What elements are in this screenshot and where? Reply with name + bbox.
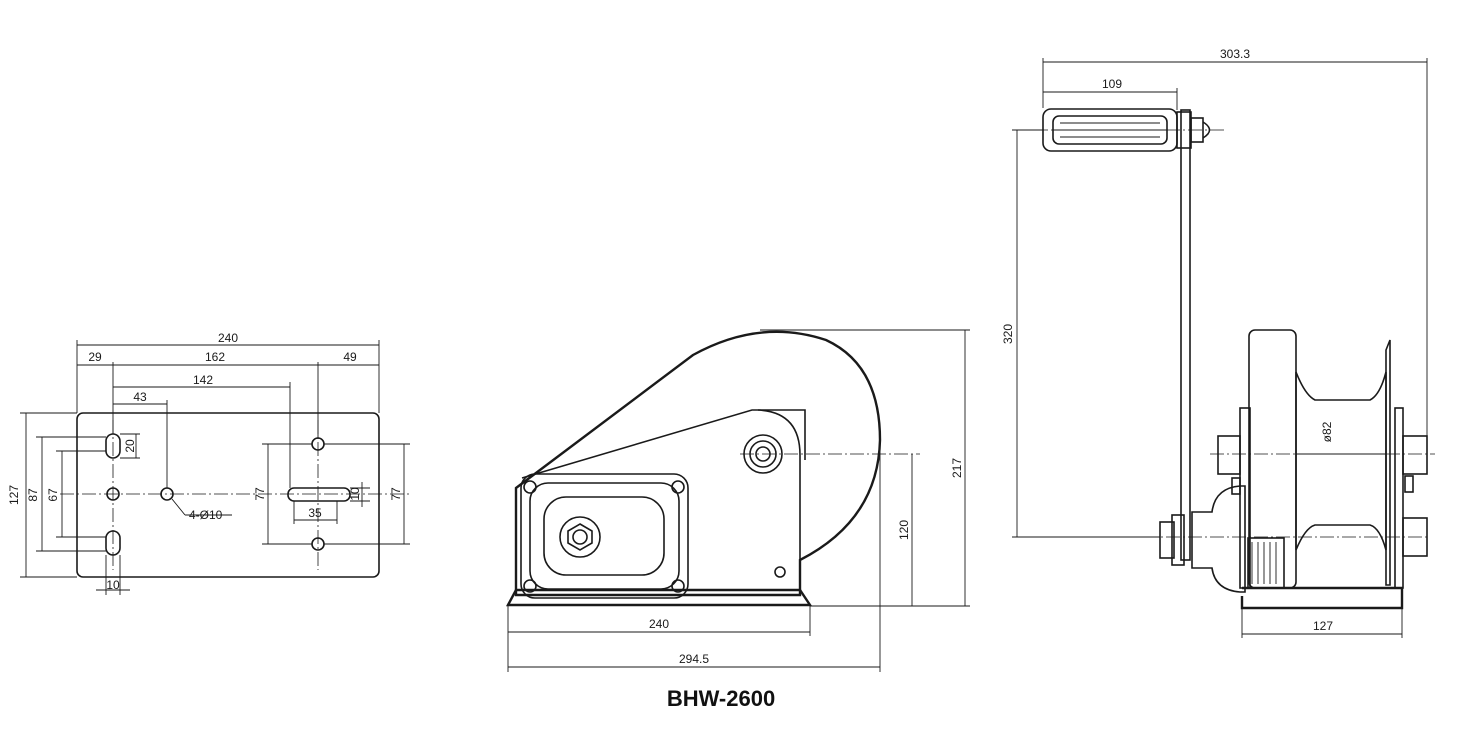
- side-dim-294-5: 294.5: [679, 652, 709, 666]
- base-plate-outline: [76, 412, 380, 578]
- crank-arm: [1180, 109, 1191, 561]
- drum-flange-right: [1385, 339, 1391, 586]
- hole-callout: 4-Ø10: [189, 508, 223, 522]
- front-dim-127: 127: [1313, 619, 1333, 633]
- side-base-foot: [506, 588, 813, 607]
- side-dim-120: 120: [897, 520, 911, 540]
- right-slot: [287, 487, 351, 502]
- front-view: 303.3 109 320 ø82 127: [1001, 47, 1435, 638]
- side-dim-240: 240: [649, 617, 669, 631]
- front-base: [1240, 586, 1404, 610]
- dim-77-inner: 77: [253, 487, 267, 501]
- dim-67: 67: [46, 488, 60, 502]
- shaft-nut: [559, 516, 601, 558]
- cover-outline: [514, 330, 882, 597]
- dim-49: 49: [343, 350, 357, 364]
- left-center-hole: [106, 487, 120, 501]
- front-dim-drum-diameter: ø82: [1320, 421, 1334, 442]
- dim-162: 162: [205, 350, 225, 364]
- dim-29: 29: [88, 350, 102, 364]
- front-dim-109: 109: [1102, 77, 1122, 91]
- model-label: BHW-2600: [667, 686, 775, 711]
- dim-10-right: 10: [348, 487, 362, 501]
- front-dim-303-3: 303.3: [1220, 47, 1250, 61]
- front-dim-320: 320: [1001, 324, 1015, 344]
- side-view: 240 294.5 120 217: [506, 329, 970, 672]
- drum-body: [1295, 371, 1387, 551]
- dim-10-bottom: 10: [106, 578, 120, 592]
- front-gearbox: [1191, 485, 1246, 593]
- side-dim-217: 217: [950, 458, 964, 478]
- dim-20: 20: [123, 439, 137, 453]
- dim-240-top: 240: [218, 331, 238, 345]
- drum-flange-left: [1248, 329, 1297, 589]
- dim-35: 35: [308, 506, 322, 520]
- dim-43: 43: [133, 390, 147, 404]
- dim-127-left: 127: [7, 485, 21, 505]
- dim-77-outer: 77: [389, 487, 403, 501]
- dim-142: 142: [193, 373, 213, 387]
- dim-87: 87: [26, 488, 40, 502]
- base-plate-view: 240 29 162 49 142 43 127 87 67 20 10 77 …: [7, 331, 410, 595]
- gearbox-housing: [520, 473, 689, 599]
- left-slot-bottom: [105, 530, 121, 556]
- ratchet-plate: [757, 409, 801, 580]
